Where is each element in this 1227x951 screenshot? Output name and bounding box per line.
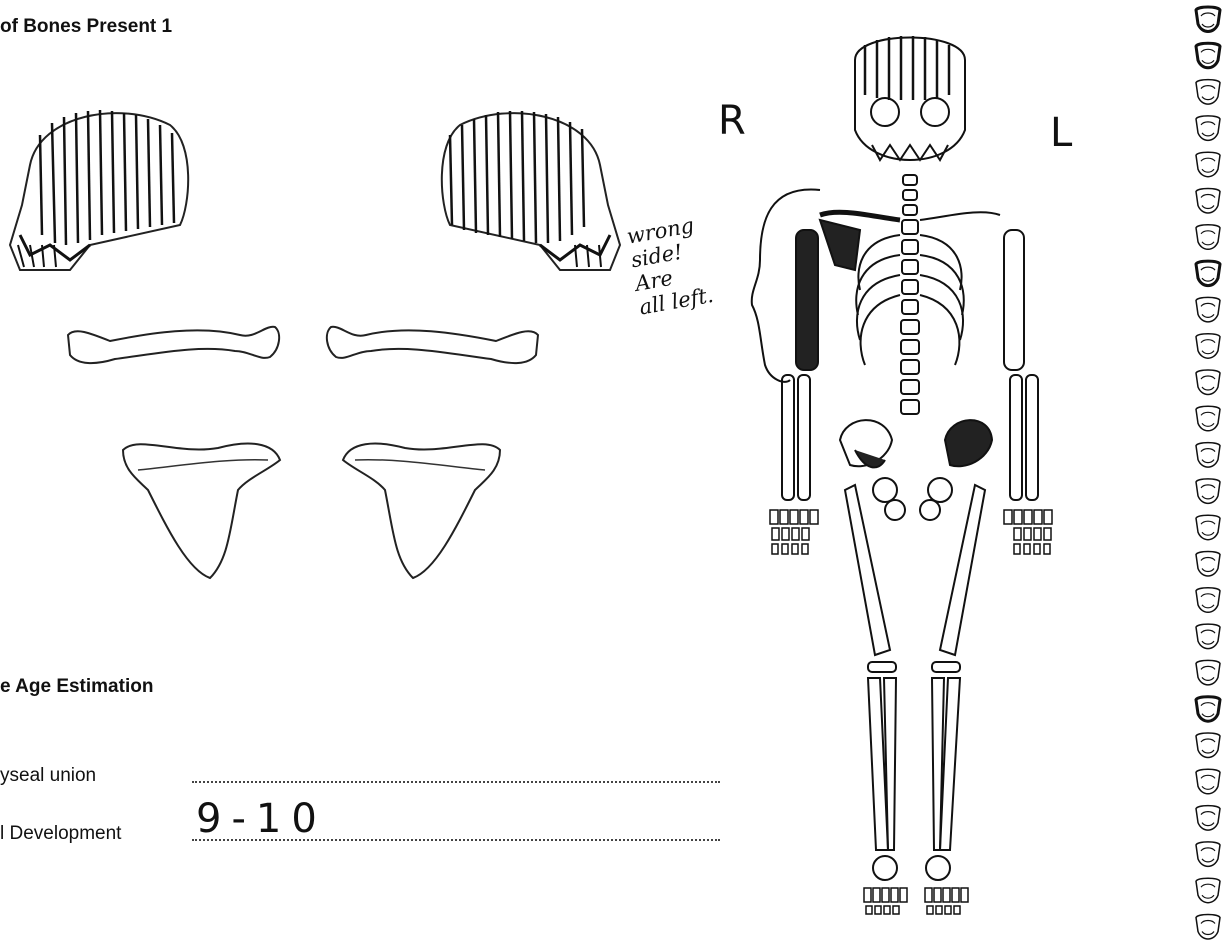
jaw-icon — [1196, 588, 1220, 613]
jaw-icon — [1196, 80, 1220, 105]
jaw-icon — [1196, 406, 1220, 431]
left-side-marker: L — [1050, 110, 1072, 156]
clavicle-left — [316, 315, 546, 375]
age-estimation-title: e Age Estimation — [0, 676, 153, 698]
jaw-icon — [1196, 842, 1220, 867]
jaw-icon — [1196, 334, 1220, 359]
jaw-icon — [1196, 7, 1220, 32]
right-side-marker: R — [718, 98, 746, 144]
skull-right-lateral — [0, 95, 200, 280]
jaw-icon — [1196, 915, 1220, 940]
jaw-icon — [1196, 152, 1220, 177]
jaw-icon — [1196, 697, 1220, 722]
inventory-title: of Bones Present 1 — [0, 16, 172, 38]
scapula-left — [335, 430, 505, 580]
wrong-side-note: wrong side! Are all left. — [625, 202, 770, 319]
jaw-icon — [1196, 189, 1220, 214]
jaw-icon — [1196, 443, 1220, 468]
dental-development-label: l Development — [0, 823, 121, 845]
jaw-icon — [1196, 225, 1220, 250]
scapula-right — [118, 430, 288, 580]
skull-left-lateral — [430, 95, 630, 280]
dentition-column — [1192, 2, 1224, 951]
jaw-icon — [1196, 733, 1220, 758]
skeleton-diagram — [760, 20, 1070, 945]
jaw-icon — [1196, 624, 1220, 649]
clavicle-right — [60, 315, 290, 375]
jaw-icon — [1196, 806, 1220, 831]
jaw-icon — [1196, 116, 1220, 140]
jaw-icon — [1196, 515, 1220, 540]
jaw-icon — [1196, 479, 1220, 504]
epiphyseal-union-line — [192, 781, 720, 783]
jaw-icon — [1196, 297, 1220, 322]
jaw-icon — [1196, 660, 1220, 685]
dental-development-value: 9-10 — [196, 796, 327, 842]
jaw-icon — [1196, 878, 1220, 903]
jaw-icon — [1196, 43, 1220, 68]
jaw-icon — [1196, 261, 1220, 286]
jaw-icon — [1196, 769, 1220, 794]
jaw-icon — [1196, 552, 1220, 577]
epiphyseal-union-label: yseal union — [0, 765, 96, 787]
jaw-icon — [1196, 370, 1220, 395]
